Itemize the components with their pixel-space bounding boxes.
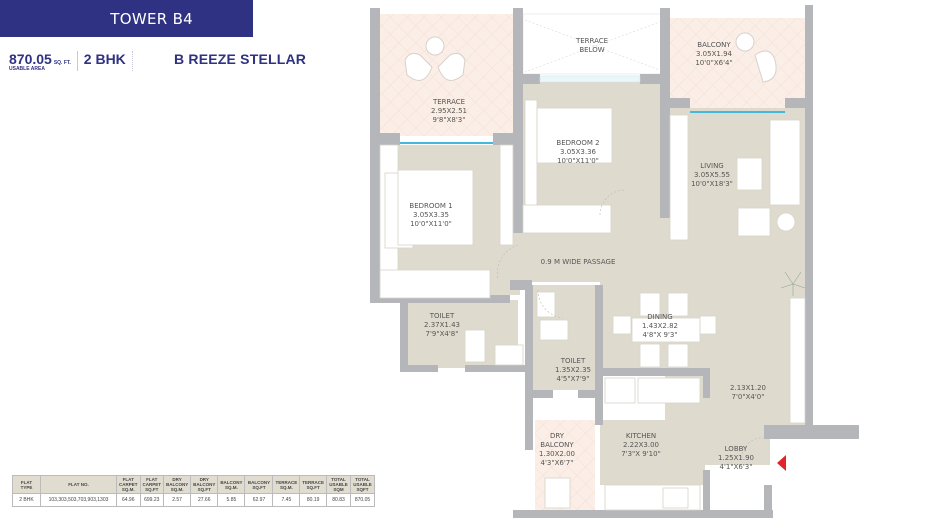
col-header: TERRACE SQ.FT <box>299 475 328 494</box>
divider <box>76 51 78 71</box>
usable-area-unit: SQ. FT. <box>53 60 71 66</box>
tower-title: TOWER B4 <box>110 9 193 28</box>
cell: 80.83 <box>326 493 352 507</box>
cell: 80.19 <box>299 493 328 507</box>
col-header: FLAT TYPE <box>12 475 41 494</box>
usable-area-label: USABLE AREA <box>9 66 45 72</box>
usable-area-value: 870.05 <box>9 51 52 67</box>
cell: 7.45 <box>272 493 301 507</box>
tower-header: TOWER B4 <box>0 0 253 37</box>
cell: 64.96 <box>116 493 141 507</box>
flat-specs: 870.05 SQ. FT. USABLE AREA 2 BHK <box>9 51 133 77</box>
cell: 103,303,503,703,903,1303 <box>40 493 117 507</box>
col-header: TOTAL USABLE SQFT <box>350 475 376 494</box>
col-header: DRY BALCONY SQ.FT <box>190 475 219 494</box>
flat-type: 2 BHK <box>83 51 126 67</box>
col-header: FLAT CARPET SQ.M. <box>116 475 141 494</box>
area-table: FLAT TYPE FLAT NO. FLAT CARPET SQ.M. FLA… <box>12 475 376 507</box>
col-header: DRY BALCONY SQ.M. <box>162 475 192 494</box>
cell: 2 BHK <box>12 493 41 507</box>
table-header-row: FLAT TYPE FLAT NO. FLAT CARPET SQ.M. FLA… <box>12 475 376 494</box>
entry-arrow-icon <box>777 455 786 471</box>
table-row: 2 BHK 103,303,503,703,903,1303 64.96 699… <box>12 493 376 507</box>
col-header: FLAT CARPET SQ.FT <box>139 475 164 494</box>
col-header: FLAT NO. <box>40 475 117 494</box>
usable-area: 870.05 SQ. FT. USABLE AREA <box>9 51 71 72</box>
balcony-floor <box>670 18 805 108</box>
cell: 2.57 <box>162 493 192 507</box>
project-name: B REEZE STELLAR <box>174 51 307 67</box>
divider <box>131 51 133 71</box>
passage-label: 0.9 M WIDE PASSAGE <box>540 258 616 266</box>
col-header: TOTAL USABLE SQM <box>326 475 352 494</box>
cell: 62.97 <box>244 493 274 507</box>
cell: 699.23 <box>139 493 164 507</box>
cell: 870.05 <box>350 493 376 507</box>
col-header: TERRACE SQ.M. <box>272 475 301 494</box>
cell: 5.85 <box>217 493 246 507</box>
col-header: BALCONY SQ.M. <box>217 475 246 494</box>
cell: 27.66 <box>190 493 219 507</box>
col-header: BALCONY SQ.FT <box>244 475 274 494</box>
